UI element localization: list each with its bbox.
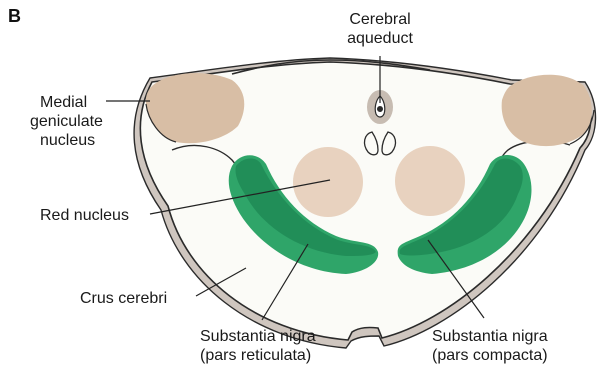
label-crus-cerebri: Crus cerebri: [80, 290, 167, 307]
cerebral-aqueduct-dot: [377, 106, 383, 112]
red-nucleus-right: [395, 146, 465, 216]
label-cerebral-aqueduct-line2: aqueduct: [347, 30, 413, 47]
label-red-nucleus: Red nucleus: [40, 207, 129, 224]
label-medial-geniculate-line1: Medial: [40, 94, 87, 111]
medial-geniculate-nucleus-right: [502, 75, 592, 146]
label-substantia-nigra-compacta-line2: (pars compacta): [432, 347, 548, 364]
label-cerebral-aqueduct-line1: Cerebral: [349, 11, 410, 28]
red-nucleus-left: [293, 147, 363, 217]
label-substantia-nigra-reticulata-line1: Substantia nigra: [200, 328, 316, 345]
panel-letter: B: [8, 6, 21, 26]
label-medial-geniculate-line3: nucleus: [40, 132, 95, 149]
label-medial-geniculate-line2: geniculate: [30, 113, 103, 130]
label-substantia-nigra-compacta-line1: Substantia nigra: [432, 328, 548, 345]
label-substantia-nigra-reticulata-line2: (pars reticulata): [200, 347, 311, 364]
